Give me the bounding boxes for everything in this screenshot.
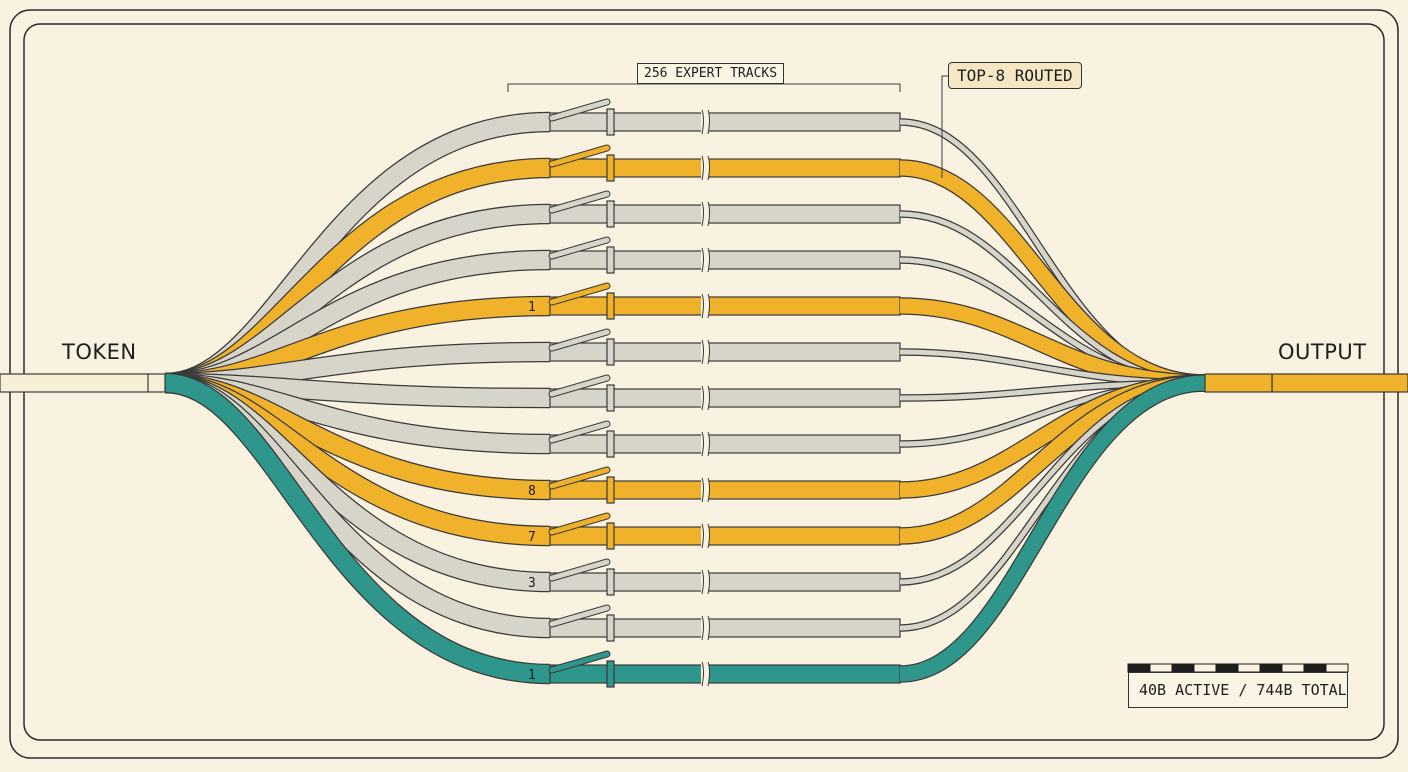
track-gate xyxy=(606,292,615,320)
track-break-gap xyxy=(701,110,709,134)
switch-blade xyxy=(549,513,610,535)
parameter-stats: 40B ACTIVE / 744B TOTAL xyxy=(1128,672,1348,708)
scale-bar-segment xyxy=(1237,663,1261,673)
scale-bar-segment xyxy=(1193,663,1217,673)
track-gate xyxy=(606,246,615,274)
track-break-gap xyxy=(701,202,709,226)
track-break-mark xyxy=(701,155,710,181)
track-break-gap xyxy=(701,156,709,180)
track-break-mark xyxy=(701,569,710,595)
track-segment xyxy=(549,296,901,316)
switch-blade xyxy=(549,467,610,489)
annotation-layer xyxy=(507,75,1349,673)
output-bus xyxy=(1271,373,1408,393)
output-coupler xyxy=(1204,373,1273,393)
track-segment xyxy=(549,526,901,546)
scale-bar-segment xyxy=(1127,663,1151,673)
track-number: 1 xyxy=(528,300,536,315)
track-number: 3 xyxy=(528,576,536,591)
track-gate xyxy=(606,522,615,550)
switch-blade xyxy=(549,651,610,673)
track-segment xyxy=(549,618,901,638)
track-segment xyxy=(549,480,901,500)
track-break-mark xyxy=(701,661,710,687)
scale-bar-segment xyxy=(1149,663,1173,673)
track-gate xyxy=(606,200,615,228)
track-segment xyxy=(549,434,901,454)
token-input-bus xyxy=(0,373,166,393)
switch-blade xyxy=(549,605,610,627)
track-break-gap xyxy=(701,340,709,364)
track-gate xyxy=(606,338,615,366)
tracks-layer xyxy=(164,98,1206,688)
scale-bar-segment xyxy=(1259,663,1283,673)
io-layer xyxy=(0,373,1408,393)
switch-blade xyxy=(549,191,610,213)
track-count-label: 256 EXPERT TRACKS xyxy=(637,63,785,84)
track-break-gap xyxy=(701,386,709,410)
track-number: 7 xyxy=(528,530,536,545)
scale-bar-segment xyxy=(1325,663,1349,673)
track-segment xyxy=(549,572,901,592)
track-count-bracket xyxy=(507,83,901,92)
track-break-gap xyxy=(701,248,709,272)
switch-blade xyxy=(549,145,610,167)
switch-blade xyxy=(549,99,610,121)
track-gate xyxy=(606,108,615,136)
track-break-mark xyxy=(701,247,710,273)
track-segment xyxy=(549,342,901,362)
callout-leader xyxy=(941,75,948,178)
track-gate xyxy=(606,154,615,182)
token-label: TOKEN xyxy=(62,340,137,364)
input-branch xyxy=(164,374,551,683)
track-break-mark xyxy=(701,431,710,457)
switch-blade xyxy=(549,237,610,259)
scale-bar-segment xyxy=(1303,663,1327,673)
switch-blade xyxy=(549,559,610,581)
track-break-gap xyxy=(701,570,709,594)
switch-blade xyxy=(549,283,610,305)
track-gate xyxy=(606,384,615,412)
expert-track-13 xyxy=(164,372,1206,688)
track-break-mark xyxy=(701,109,710,135)
track-segment xyxy=(549,250,901,270)
track-break-gap xyxy=(701,432,709,456)
output-label: OUTPUT xyxy=(1278,340,1367,364)
switch-blade xyxy=(549,375,610,397)
switch-blade xyxy=(549,421,610,443)
track-break-gap xyxy=(701,662,709,686)
track-gate xyxy=(606,430,615,458)
track-break-mark xyxy=(701,523,710,549)
track-break-mark xyxy=(701,201,710,227)
track-break-gap xyxy=(701,294,709,318)
track-gate xyxy=(606,614,615,642)
output-branch xyxy=(899,375,1206,682)
track-break-gap xyxy=(701,616,709,640)
scale-bar-segment xyxy=(1215,663,1239,673)
track-gate xyxy=(606,660,615,688)
track-break-gap xyxy=(701,524,709,548)
track-gate xyxy=(606,476,615,504)
track-break-gap xyxy=(701,478,709,502)
switch-blade xyxy=(549,329,610,351)
track-segment xyxy=(549,664,901,684)
track-break-mark xyxy=(701,293,710,319)
track-segment xyxy=(549,158,901,178)
scale-bar xyxy=(1127,663,1349,673)
track-segment xyxy=(549,112,901,132)
top-k-callout: TOP-8 ROUTED xyxy=(948,62,1082,89)
track-break-mark xyxy=(701,615,710,641)
track-break-mark xyxy=(701,385,710,411)
track-break-mark xyxy=(701,477,710,503)
track-gate xyxy=(606,568,615,596)
track-number: 8 xyxy=(528,484,536,499)
scale-bar-segment xyxy=(1171,663,1195,673)
scale-bar-segment xyxy=(1281,663,1305,673)
track-break-mark xyxy=(701,339,710,365)
track-segment xyxy=(549,204,901,224)
track-segment xyxy=(549,388,901,408)
track-number: 1 xyxy=(528,668,536,683)
